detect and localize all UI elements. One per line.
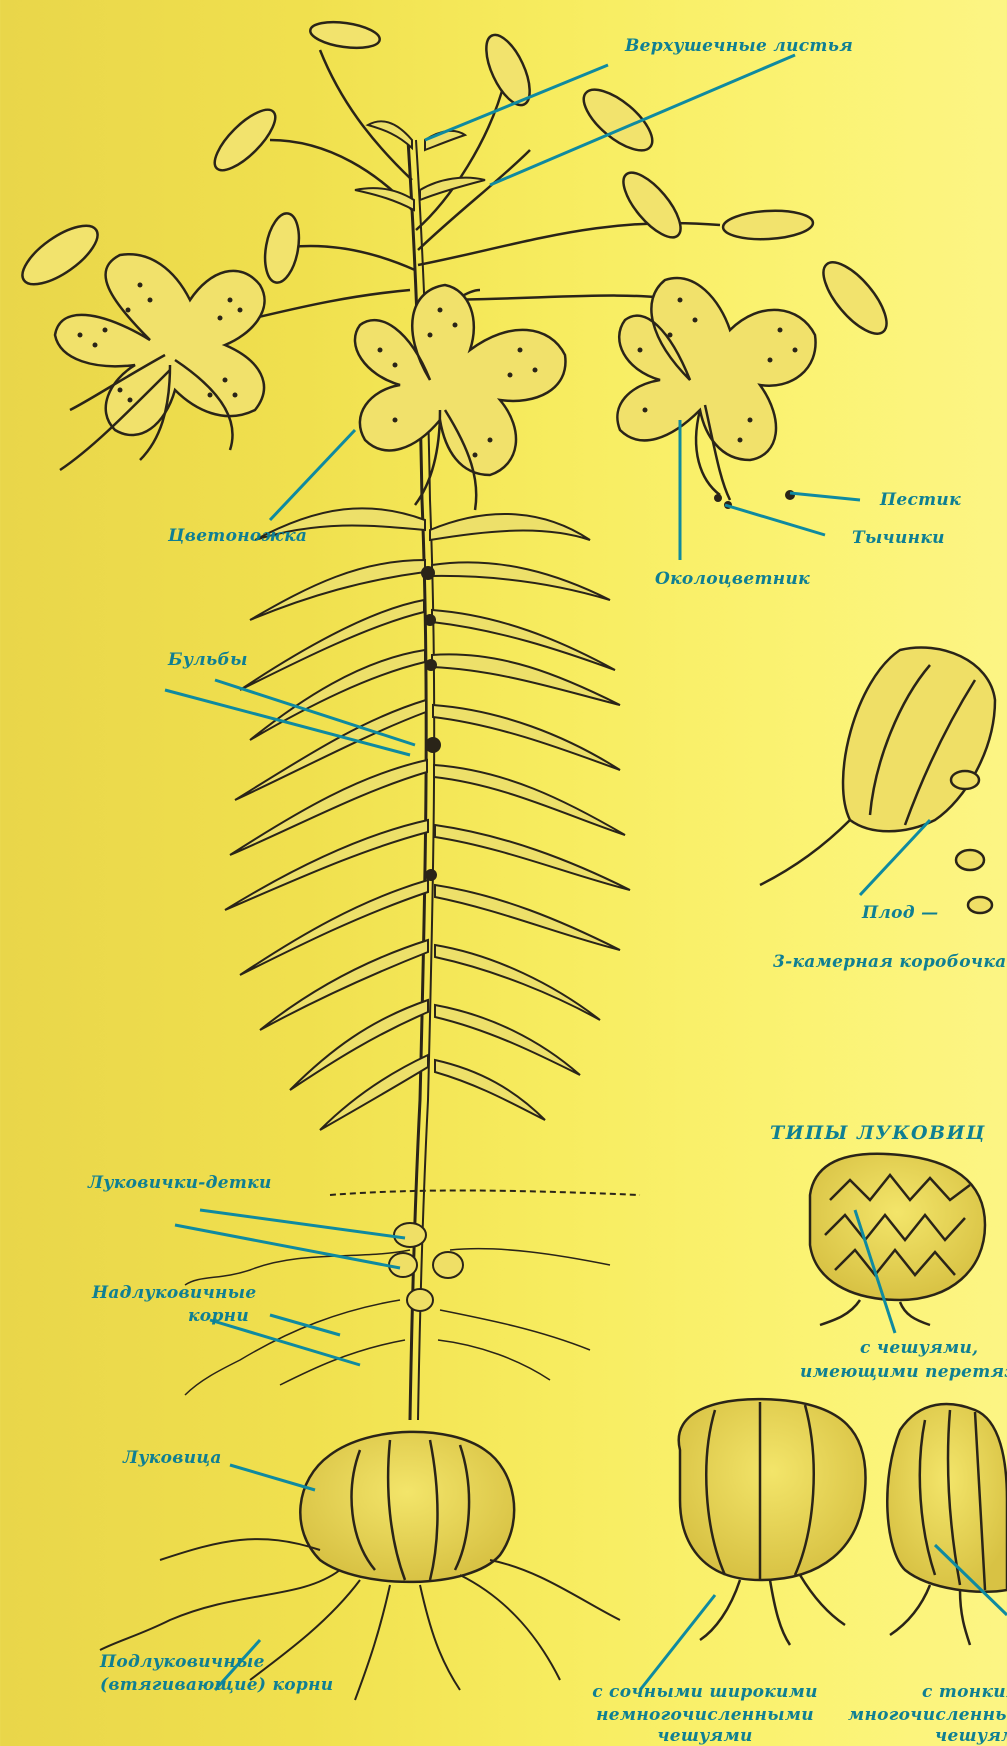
- label-broad-scales-line2: немногочисленными: [585, 1705, 825, 1725]
- label-contractile-roots-line2: (втягивающие) корни: [100, 1675, 333, 1695]
- flower-left: [55, 254, 265, 470]
- label-fruit-line1: Плод —: [862, 903, 938, 923]
- main-bulb: [300, 1432, 514, 1582]
- label-fruit-line2: 3-камерная коробочка: [773, 952, 1006, 972]
- label-scaly-bulb-line2: имеющими перетяжки: [800, 1362, 1007, 1382]
- flower-center: [355, 285, 566, 510]
- flower-right: [617, 278, 815, 509]
- soil-line: [330, 1190, 640, 1195]
- apical-leaves: [355, 121, 485, 210]
- label-pedicel: Цветоножка: [168, 526, 307, 546]
- bulb-broad-scales: [679, 1399, 866, 1645]
- label-perianth: Околоцветник: [655, 569, 810, 589]
- label-thin-scales-line2: многочисленными: [848, 1705, 1007, 1725]
- fruit-capsule: [760, 647, 995, 913]
- label-stamens: Тычинки: [852, 528, 945, 548]
- label-thin-scales-line3: чешуями: [935, 1726, 1007, 1746]
- label-stem-roots-line1: Надлуковичные: [92, 1283, 256, 1303]
- label-scaly-bulb-line1: с чешуями,: [860, 1338, 978, 1358]
- leaves: [225, 508, 630, 1130]
- label-bulbils: Бульбы: [168, 650, 248, 670]
- label-thin-scales-line1: с тонкими: [922, 1682, 1007, 1702]
- label-bulb: Луковица: [123, 1448, 222, 1468]
- label-bulb-types-heading: ТИПЫ ЛУКОВИЦ: [770, 1123, 986, 1143]
- label-contractile-roots-line1: Подлуковичные: [100, 1652, 265, 1672]
- bulb-thin-scales: [887, 1404, 1007, 1645]
- label-stem-roots-line2: корни: [188, 1306, 249, 1326]
- label-broad-scales-line1: с сочными широкими: [585, 1682, 825, 1702]
- label-apical-leaves: Верхушечные листья: [625, 36, 853, 56]
- label-daughter-bulbs: Луковички-детки: [88, 1173, 272, 1193]
- bulb-scaly: [810, 1154, 985, 1325]
- label-broad-scales-line3: чешуями: [585, 1726, 825, 1746]
- label-pistil: Пестик: [880, 490, 961, 510]
